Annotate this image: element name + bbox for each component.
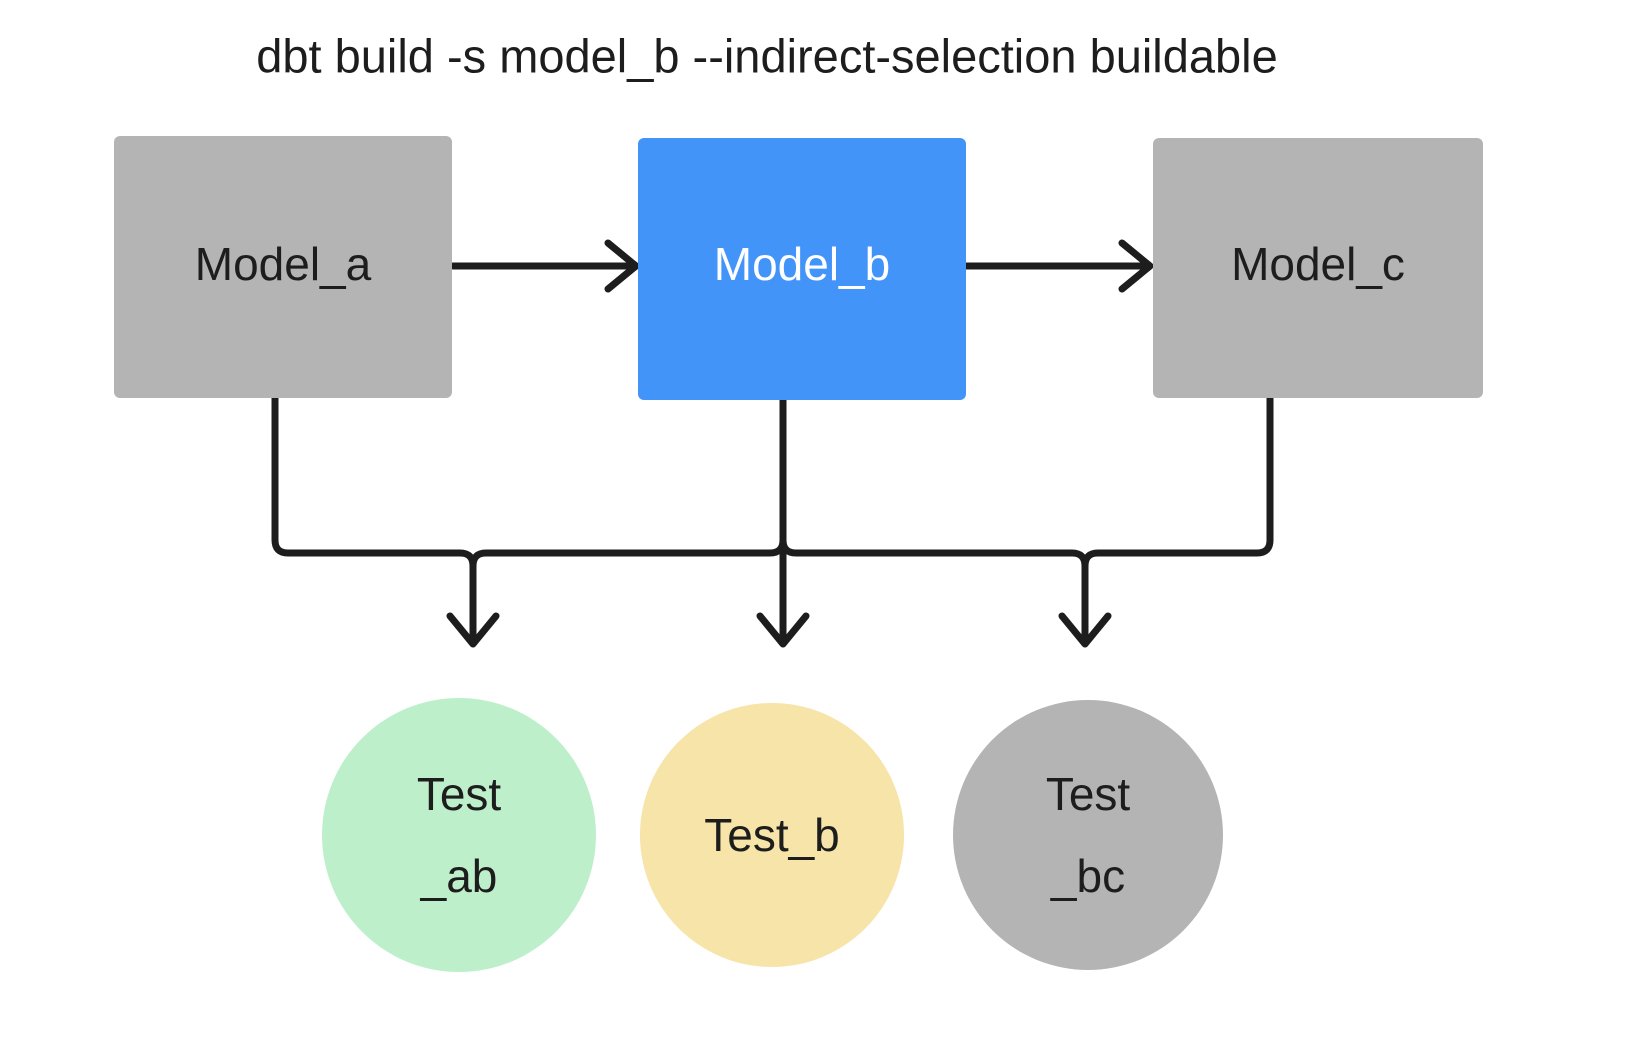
- test-ab-label-line2: _ab: [420, 850, 498, 902]
- edge-model-c-to-test-bc: [1081, 394, 1274, 570]
- edge-layer: [271, 239, 1274, 648]
- model-c-label: Model_c: [1231, 238, 1405, 290]
- test-node-test-ab[interactable]: Test _ab: [322, 698, 596, 972]
- model-b-label: Model_b: [714, 238, 890, 290]
- page-title: dbt build -s model_b --indirect-selectio…: [256, 29, 1278, 82]
- edge-model-b-to-model-c: [962, 239, 1154, 293]
- model-b-box[interactable]: [638, 138, 966, 400]
- test-bc-circle[interactable]: [953, 700, 1223, 970]
- edge-model-b-to-test-ab: [469, 396, 787, 570]
- test-node-test-bc[interactable]: Test _bc: [953, 700, 1223, 970]
- edge-model-b-to-test-bc: [779, 536, 1112, 648]
- test-node-test-b[interactable]: Test_b: [640, 703, 904, 967]
- edge-model-b-to-test-b: [756, 396, 810, 648]
- test-bc-label-line1: Test: [1046, 768, 1131, 820]
- test-b-circle[interactable]: [640, 703, 904, 967]
- model-node-model-a[interactable]: Model_a: [114, 136, 452, 398]
- model-c-box[interactable]: [1153, 138, 1483, 398]
- model-a-box[interactable]: [114, 136, 452, 398]
- model-a-label: Model_a: [195, 238, 372, 290]
- test-bc-label-line2: _bc: [1050, 850, 1125, 902]
- edge-model-a-to-test-ab: [271, 394, 500, 648]
- test-ab-label-line1: Test: [417, 768, 502, 820]
- model-node-model-c[interactable]: Model_c: [1153, 138, 1483, 398]
- test-b-label-line1: Test_b: [704, 809, 840, 861]
- model-node-model-b[interactable]: Model_b: [638, 138, 966, 400]
- edge-model-a-to-model-b: [449, 239, 640, 293]
- test-ab-circle[interactable]: [322, 698, 596, 972]
